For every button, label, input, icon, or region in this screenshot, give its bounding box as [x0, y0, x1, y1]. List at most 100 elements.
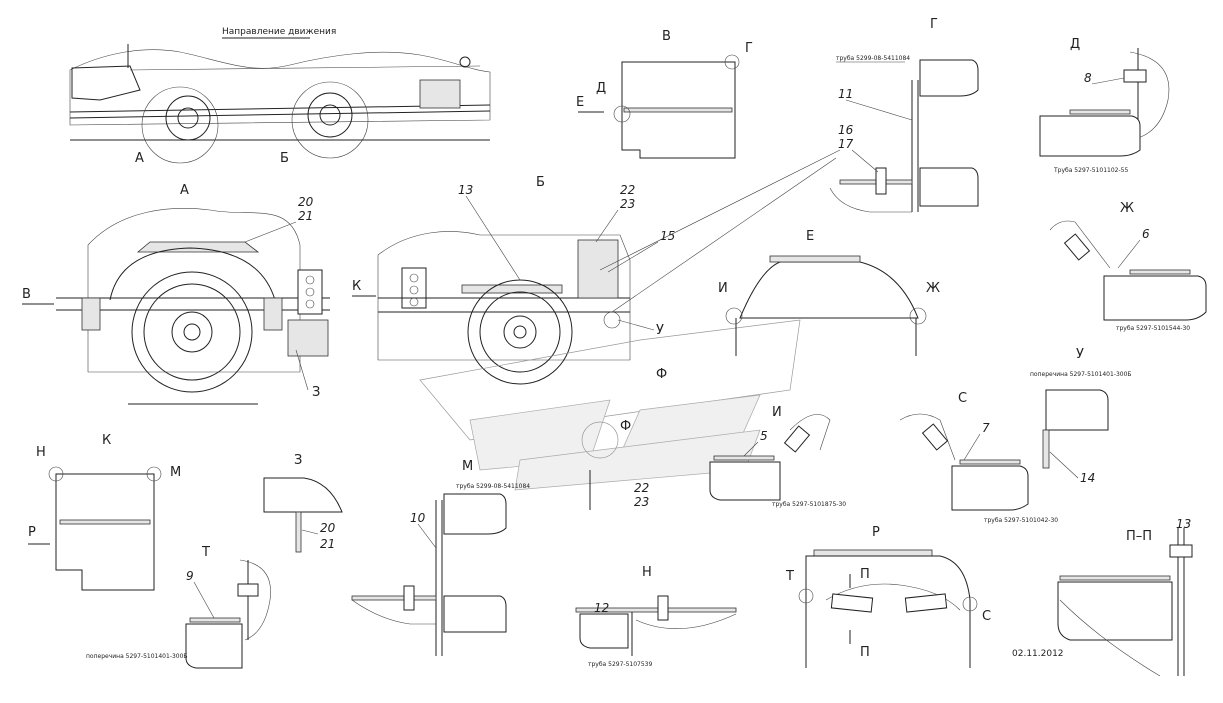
- callout-20b: 20: [320, 521, 336, 535]
- direction-label: Направление движения: [222, 27, 336, 37]
- callout-11-leader: [845, 99, 913, 121]
- view-a-outline: [87, 208, 301, 373]
- view-r-circle-s: [962, 596, 978, 612]
- view-b-box: [577, 239, 619, 299]
- view-s-pipe: [951, 465, 1029, 511]
- view-a-axle: [183, 323, 201, 341]
- section-pp-pipe: [1057, 581, 1173, 641]
- view-label-v: В: [662, 29, 671, 44]
- view-m: М труба 5299-08-5411084 10: [351, 459, 530, 656]
- view-e-top-plate: [769, 255, 861, 263]
- view-zh-panel: [1049, 220, 1111, 269]
- view-zh-plate: [1129, 269, 1191, 275]
- view-label-f2: Ф: [620, 419, 631, 434]
- overview-cab: [71, 65, 141, 101]
- callout-17: 17: [838, 137, 854, 151]
- view-k-label-m: М: [170, 465, 181, 480]
- view-b-lamp-box: [401, 267, 427, 309]
- view-e-label-zh: Ж: [926, 281, 940, 296]
- callout-9: 9: [186, 569, 194, 583]
- section-pp: П–П 13: [1057, 517, 1193, 677]
- view-d-note: Труба 5297-5101102-55: [1053, 167, 1128, 174]
- view-label-i: И: [772, 405, 782, 420]
- view-label-k: К: [102, 433, 111, 448]
- view-t-pipe: [185, 623, 243, 669]
- overview-detail-circle-b: [291, 81, 369, 159]
- view-g-top-pipe: [919, 59, 979, 97]
- view-z-strip: [295, 511, 302, 553]
- callout-21b: 21: [320, 537, 335, 551]
- view-u-note: поперечина 5297-5101401-300Б: [1030, 371, 1132, 378]
- overview-truck: Направление движения А Б: [69, 27, 491, 166]
- view-m-top-pipe: [443, 493, 507, 535]
- view-v-circle-g: [724, 54, 740, 70]
- callout-5: 5: [760, 429, 768, 443]
- view-label-a: А: [180, 183, 189, 198]
- callout-21a: 21: [298, 209, 313, 223]
- view-i-pipe: [709, 461, 781, 501]
- overview-frame-lower: [69, 110, 491, 119]
- view-r-top-plate: [813, 549, 933, 557]
- callout-9-leader: [193, 581, 215, 619]
- overview-lamp: [459, 56, 471, 68]
- view-g-note: труба 5299-08-5411084: [836, 55, 910, 62]
- view-k-circle-n: [48, 466, 64, 482]
- view-k-panel: [55, 473, 155, 591]
- section-pp-bolt: [1169, 544, 1193, 558]
- view-a: А 20 21 В З: [22, 183, 330, 405]
- section-label-pp: П–П: [1126, 529, 1152, 544]
- view-v: В Д Е Г: [576, 29, 753, 159]
- view-u-strip: [1042, 429, 1050, 469]
- view-m-note: труба 5299-08-5411084: [456, 483, 530, 490]
- view-a-label-v: В: [22, 287, 31, 302]
- callout-6-leader: [1117, 239, 1141, 269]
- view-i-panel: [789, 414, 831, 451]
- callout-14-leader: [1049, 451, 1079, 479]
- callout-22a-leader: [595, 209, 619, 243]
- view-r-curve: [825, 583, 961, 611]
- view-d-pipe: [1039, 115, 1141, 157]
- view-u: У поперечина 5297-5101401-300Б 14: [1030, 347, 1132, 485]
- view-g-bottom-pipe: [919, 167, 979, 207]
- callout-5-leader: [743, 441, 759, 457]
- view-b-label-u: У: [656, 323, 664, 338]
- view-k-label-r: Р: [28, 525, 36, 540]
- view-label-b: Б: [536, 175, 545, 190]
- view-u-profile: [1045, 389, 1109, 431]
- view-k-circle-m: [146, 466, 162, 482]
- view-b-label-k: К: [352, 279, 361, 294]
- overview-hub-rear: [319, 104, 341, 126]
- view-s-plate: [959, 459, 1021, 465]
- view-d: Д 8 Труба 5297-5101102-55: [1039, 37, 1170, 174]
- ghost-outline-1: [419, 319, 801, 441]
- view-label-t: Т: [201, 545, 210, 560]
- view-b-rim: [479, 291, 561, 373]
- view-a-bracket-right: [263, 297, 283, 331]
- callout-13a-leader: [465, 195, 521, 281]
- view-a-lamp-box: [297, 269, 323, 315]
- callout-11: 11: [838, 87, 853, 101]
- callout-7: 7: [982, 421, 990, 435]
- ghost-circle: [581, 421, 619, 459]
- view-r: Р Т С П П: [785, 525, 991, 668]
- view-b-g-leader-1: [599, 149, 841, 271]
- view-zh-pipe: [1103, 275, 1207, 321]
- overview-detail-circle-a: [141, 86, 219, 164]
- callout-15-leader: [607, 241, 659, 273]
- view-n-pipe: [579, 613, 629, 649]
- view-v-circle-d: [613, 105, 631, 123]
- view-label-n: Н: [642, 565, 652, 580]
- view-t-plate: [189, 617, 241, 623]
- view-e-circle-i: [725, 307, 743, 325]
- view-b-hub: [503, 315, 537, 349]
- view-label-s: С: [958, 391, 967, 406]
- view-t: Т 9 поперечина 5297-5101401-300Б: [86, 545, 271, 669]
- section-pp-plate: [1059, 575, 1171, 581]
- view-n-plate: [575, 607, 737, 613]
- overview-outline: [69, 49, 491, 126]
- view-m-bottom-pipe: [443, 595, 507, 633]
- view-b-u-leader: [617, 319, 655, 331]
- view-g-panel-curve: [829, 187, 912, 213]
- view-b-detail-circle: [603, 311, 621, 329]
